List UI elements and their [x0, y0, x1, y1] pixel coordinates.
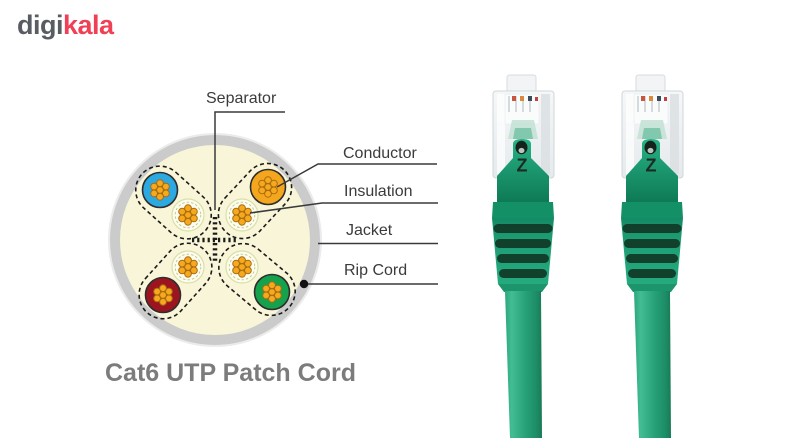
separator-cross — [192, 217, 238, 263]
rip-cord-dot — [299, 279, 309, 289]
callout-lines — [214, 111, 438, 285]
digikala-logo: digikala — [17, 12, 114, 39]
label-separator: Separator — [206, 90, 277, 107]
logo-text-kala: kala — [63, 10, 114, 40]
cat6-cross-section-diagram — [108, 111, 438, 347]
label-insulation: Insulation — [344, 183, 413, 200]
diagram-caption: Cat6 UTP Patch Cord — [105, 359, 356, 387]
conductor-pointer-line — [276, 163, 437, 188]
label-rip-cord: Rip Cord — [344, 262, 408, 279]
label-jacket: Jacket — [346, 222, 393, 239]
insulation-pointer-line — [249, 202, 438, 214]
label-conductor: Conductor — [343, 145, 417, 162]
patch-cable-right — [620, 74, 684, 438]
separator-pointer-line — [214, 111, 285, 210]
patch-cable-left — [491, 74, 555, 438]
logo-text-digi: digi — [17, 10, 64, 40]
